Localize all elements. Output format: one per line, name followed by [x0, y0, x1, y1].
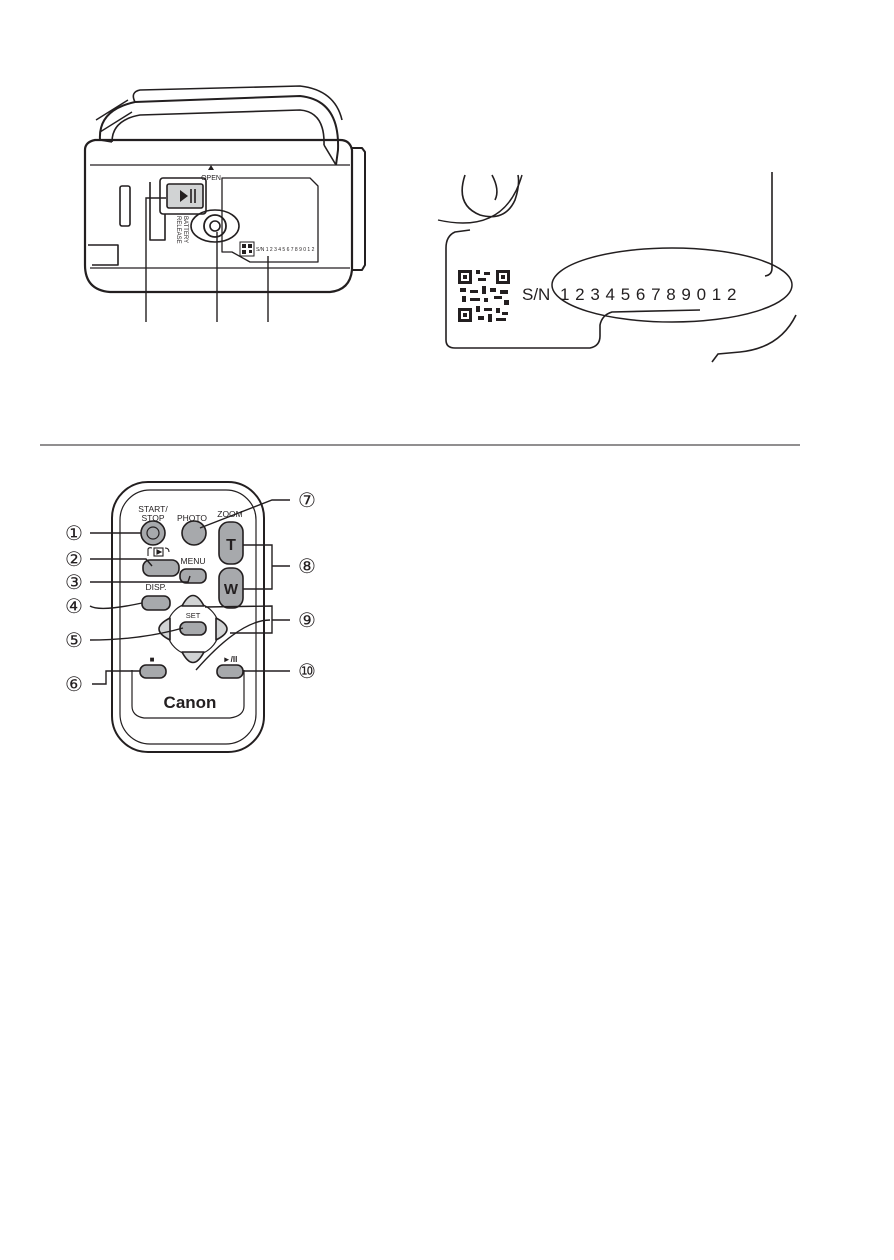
disp-button[interactable]: [142, 596, 170, 610]
callout-6: ⑥: [65, 674, 83, 696]
camera-bottom-illustration: [85, 86, 365, 292]
callout-10: ⑩: [298, 661, 316, 683]
menu-button[interactable]: [180, 569, 206, 583]
callout-7: ⑦: [298, 490, 316, 512]
callout-5: ⑤: [65, 630, 83, 652]
battery-release-label-2: RELEASE: [175, 216, 181, 244]
callout-1: ①: [65, 523, 83, 545]
serial-qr-code-icon: [458, 270, 510, 322]
canon-logo: Canon: [164, 693, 217, 712]
serial-number: 1 2 3 4 5 6 7 8 9 0 1 2: [560, 285, 737, 304]
set-button[interactable]: [180, 622, 206, 635]
callout-9: ⑨: [298, 610, 316, 632]
stop-symbol: ■: [150, 655, 155, 664]
battery-release-label-1: BATTERY: [182, 216, 188, 243]
open-label: OPEN: [201, 175, 221, 182]
disp-label: DISP.: [145, 582, 166, 592]
zoom-tele-label: T: [226, 537, 236, 554]
camera-qr-code-icon: [240, 242, 254, 256]
zoom-wide-label: W: [224, 581, 239, 598]
photo-button[interactable]: [182, 521, 206, 545]
callout-8: ⑧: [298, 556, 316, 578]
serial-prefix: S/N: [522, 285, 550, 304]
callout-4: ④: [65, 596, 83, 618]
callout-3: ③: [65, 572, 83, 594]
camera-serial-tiny: S/N 1 2 3 4 5 6 7 8 9 0 1 2: [256, 247, 315, 253]
play-pause-button[interactable]: [217, 665, 243, 678]
stop-button[interactable]: [140, 665, 166, 678]
play-pause-symbol: ►/II: [223, 655, 238, 664]
serial-label-closeup: [438, 172, 796, 362]
callout-2: ②: [65, 549, 83, 571]
menu-label: MENU: [180, 556, 205, 566]
set-label: SET: [186, 611, 201, 620]
start-stop-button[interactable]: [141, 521, 165, 545]
zoom-label: ZOOM: [217, 509, 243, 519]
